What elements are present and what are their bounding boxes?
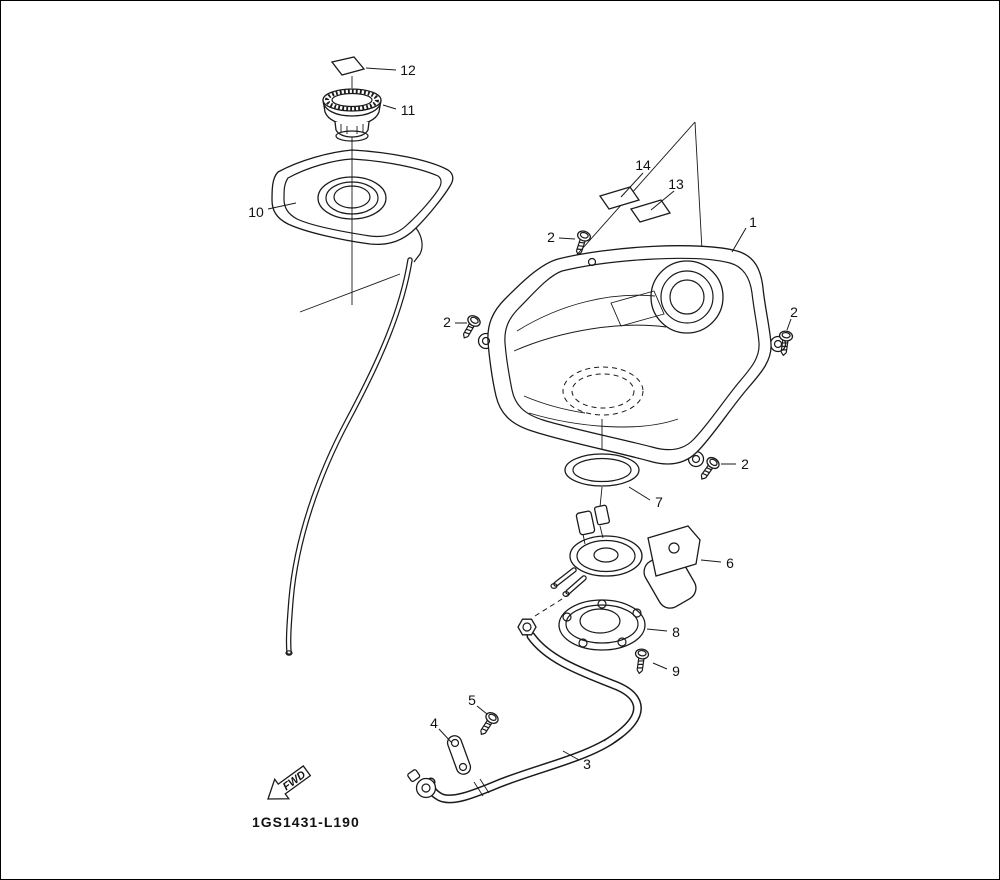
part-7-gasket-drawing [564,453,640,518]
callout-2-left: 2 [443,314,451,330]
callout-5: 5 [468,692,476,708]
callout-1: 1 [749,214,757,230]
part-14-pad-drawing [598,186,641,210]
part-12-pad-drawing [330,56,366,76]
fwd-arrow: FWD [267,765,312,800]
callout-labels: 12 11 10 14 13 1 2 2 2 2 7 6 8 9 5 4 3 [248,62,798,772]
part-code-label: 1GS1431-L190 [252,814,360,830]
callout-10: 10 [248,204,264,220]
callout-12: 12 [400,62,416,78]
part-1-fuel-tank-drawing [477,245,787,468]
part-5-screw [475,709,501,739]
callout-6: 6 [726,555,734,571]
part-6-fuel-pump-drawing [550,504,701,609]
callout-8: 8 [672,624,680,640]
leader-lines [267,67,792,761]
part-13-pad-drawing [629,199,672,223]
callout-9: 9 [672,663,680,679]
callout-3: 3 [583,756,591,772]
callout-7: 7 [655,494,663,510]
part-3-fuel-hose-drawing [407,593,642,804]
callout-2-right: 2 [790,304,798,320]
part-8-plate-drawing [558,599,646,651]
callout-2-top: 2 [547,229,555,245]
callout-4: 4 [430,715,438,731]
part-9-bolt [632,647,650,675]
part-4-bracket-drawing [446,735,472,775]
callout-13: 13 [668,176,684,192]
part-11-fuel-cap-drawing [322,88,382,142]
part-10-tray-drawing [271,149,454,656]
callout-14: 14 [635,157,651,173]
callout-11: 11 [401,102,416,118]
callout-2-bottom: 2 [741,456,749,472]
part-2-bolt-left [457,312,483,342]
